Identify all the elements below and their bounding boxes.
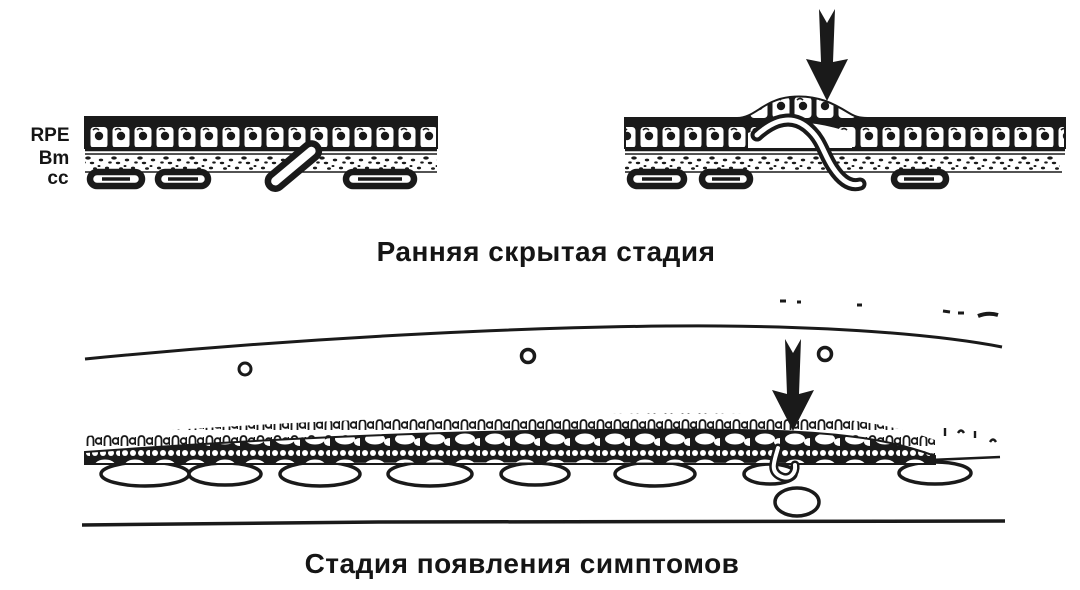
fringe-scatter-marks [943,428,998,443]
photoreceptor-fringe [85,413,935,456]
early-stage-caption: Ранняя скрытая стадия [377,236,716,267]
choriocapillaris-vessels [99,460,973,488]
down-arrow-icon [772,339,814,431]
symptom-stage-caption: Стадия появления симптомов [305,548,740,579]
bruch-membrane-band [85,155,437,171]
penetrating-new-vessel [750,113,867,192]
bruch-membrane-band [625,155,1060,171]
early-stage-lesion-diagram [624,9,1066,192]
cc-layer-label: cc [47,168,69,189]
choriocapillaris-vessels [626,168,950,190]
feeder-vessel [769,443,800,483]
rpe-cell-layer-elevated [624,95,1066,149]
rpe-cell-layer [84,116,438,149]
early-stage-normal-diagram: RPE Bm cc [30,116,438,192]
bm-layer-label: Bm [39,148,70,169]
rpe-layer-label: RPE [30,125,69,146]
choroidal-vessel-section [773,486,821,518]
cystic-spaces [237,345,834,377]
lower-boundary-line [81,518,1006,527]
debris-marks [780,299,999,318]
down-arrow-icon [806,9,848,101]
choriocapillaris-vessels [86,140,418,192]
elevated-retina-line [84,324,1003,361]
symptom-stage-diagram [81,299,1006,527]
membrane-edge-line [929,455,1001,462]
